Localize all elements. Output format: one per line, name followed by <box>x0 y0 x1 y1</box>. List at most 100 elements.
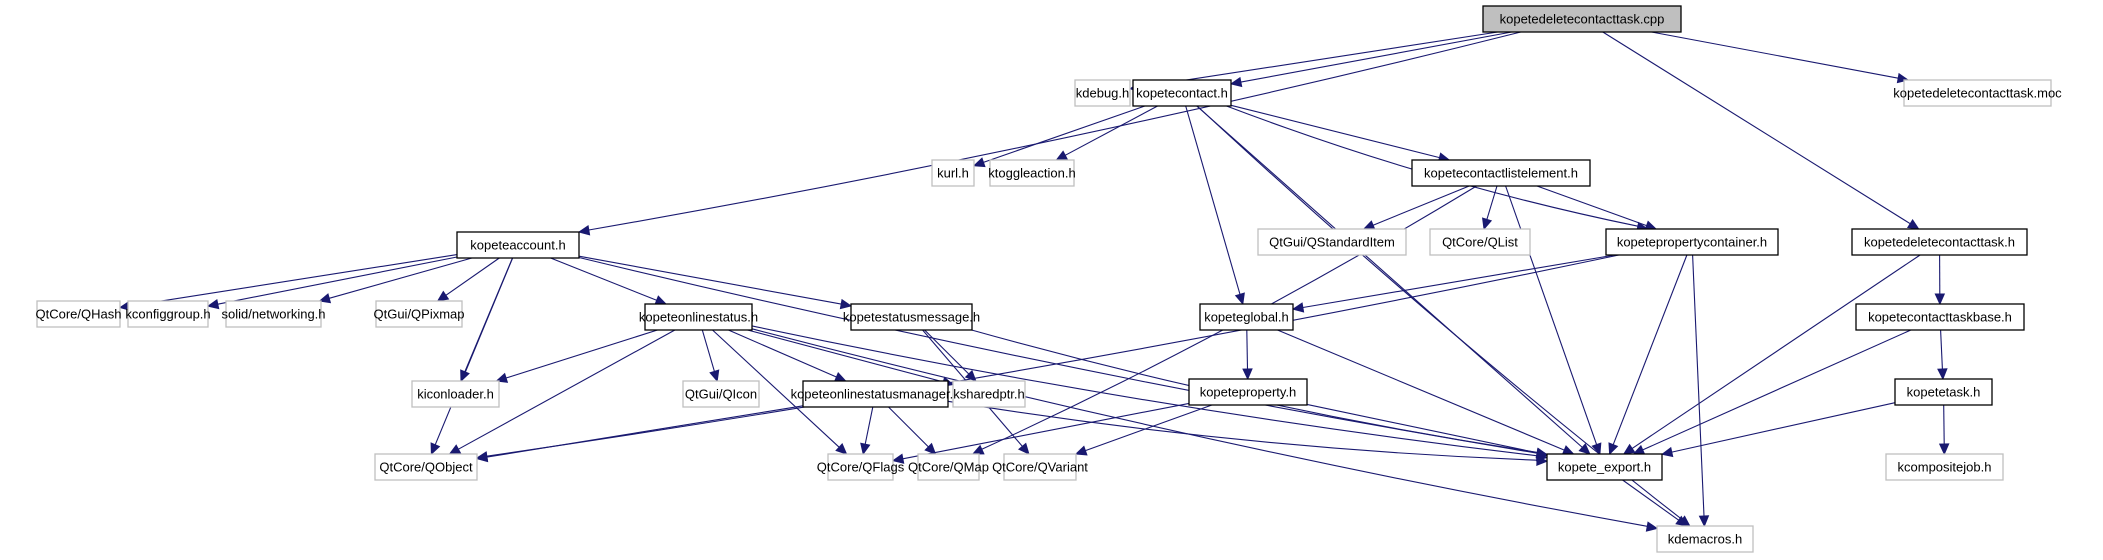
edge-kopetetask-to-kopete_export <box>1671 402 1896 453</box>
edge-kopetecontactlistelement-to-qstandarditem <box>1372 185 1470 226</box>
node-box-kopetecontactlistelement[interactable] <box>1411 159 1591 187</box>
node-label-kopetecontactlistelement[interactable]: kopetecontactlistelement.h <box>1424 166 1578 181</box>
arrowhead-kopeteonlinestatus-to-kiconloader <box>495 372 509 383</box>
node-kopetecontacttaskbase[interactable]: kopetecontacttaskbase.h <box>1855 303 2025 331</box>
edge-kopete_export-to-kdemacros <box>1622 479 1680 521</box>
node-box-kopeteonlinestatus[interactable] <box>644 303 753 331</box>
node-box-kopetetask[interactable] <box>1894 378 1993 406</box>
node-kcompositejob: kcompositejob.h <box>1885 453 2004 481</box>
arrowhead-kopetecontactlistelement-to-kopete_export <box>1591 442 1602 456</box>
node-root[interactable]: kopetedeletecontacttask.cpp <box>1482 5 1682 33</box>
arrowhead-kopetecontactlistelement-to-qlist <box>1482 217 1493 231</box>
node-box-kopeteonlinestatusmanager[interactable] <box>802 380 949 408</box>
node-ktoggleaction: ktoggleaction.h <box>988 159 1076 187</box>
node-box-kopetestatusmessage[interactable] <box>850 303 973 331</box>
edge-kopeteproperty-to-qflags <box>902 402 1190 460</box>
node-kopeteaccount[interactable]: kopeteaccount.h <box>456 231 580 259</box>
node-label-kopeteonlinestatusmanager[interactable]: kopeteonlinestatusmanager.h <box>791 387 961 402</box>
arrowhead-kopeteaccount-to-networking <box>318 293 332 304</box>
node-kopetedeletecontacttaskh[interactable]: kopetedeletecontacttask.h <box>1851 228 2028 256</box>
node-kopetetask[interactable]: kopetetask.h <box>1894 378 1993 406</box>
node-label-kopetedeletecontacttaskh[interactable]: kopetedeletecontacttask.h <box>1864 235 2015 250</box>
edge-kopetepropertycontainer-to-kdemacros <box>1692 254 1705 517</box>
node-box-kopeteaccount[interactable] <box>456 231 580 259</box>
edge-kopeteaccount-to-kopetestatusmessage <box>578 255 842 305</box>
node-label-kurl: kurl.h <box>937 166 969 181</box>
edge-kopetecontacttaskbase-to-kopetetask <box>1940 329 1943 370</box>
edge-root-to-kdebug <box>1139 31 1498 88</box>
node-box-qpixmap <box>375 300 463 328</box>
edge-kopeteonlinestatusmanager-to-kopete_export <box>947 400 1538 461</box>
node-label-qobject: QtCore/QObject <box>379 460 473 475</box>
edge-kopeteonlinestatus-to-ksharedptr <box>747 329 944 383</box>
edge-kopeteaccount-to-qobject <box>434 257 514 446</box>
edge-kopetecontactlistelement-to-kopetepropertycontainer <box>1536 185 1647 227</box>
node-qpixmap: QtGui/QPixmap <box>373 300 465 328</box>
arrowhead-kopetecontact-to-kurl <box>972 157 986 168</box>
node-label-kopete_export[interactable]: kopete_export.h <box>1558 460 1651 475</box>
node-label-qlist: QtCore/QList <box>1442 235 1518 250</box>
arrowhead-kopetecontacttaskbase-to-kopetetask <box>1937 368 1948 381</box>
node-qobject: QtCore/QObject <box>374 453 478 481</box>
node-box-kopete_export[interactable] <box>1546 453 1663 481</box>
node-kopeteproperty[interactable]: kopeteproperty.h <box>1188 378 1308 406</box>
node-box-qmap <box>917 453 980 481</box>
node-box-ktoggleaction <box>989 159 1075 187</box>
node-kopeteglobal[interactable]: kopeteglobal.h <box>1199 303 1294 331</box>
edge-kopeteglobal-to-kopete_export <box>1277 329 1565 451</box>
arrowhead-kopeteonlinestatusmanager-to-qobject <box>475 451 489 463</box>
arrowhead-root-to-kopetecontact <box>1229 76 1243 88</box>
node-box-kopetepropertycontainer[interactable] <box>1605 228 1779 256</box>
node-label-kopetecontacttaskbase[interactable]: kopetecontacttaskbase.h <box>1868 310 2012 325</box>
node-kopeteonlinestatusmanager[interactable]: kopeteonlinestatusmanager.h <box>791 380 961 408</box>
edge-root-to-moc <box>1651 31 1899 79</box>
node-kopetepropertycontainer[interactable]: kopetepropertycontainer.h <box>1605 228 1779 256</box>
edge-kopeteaccount-to-kopete_export <box>578 256 1538 454</box>
node-moc: kopetedeletecontacttask.moc <box>1893 79 2062 107</box>
edge-kopetetask-to-kcompositejob <box>1943 404 1945 445</box>
edge-root-to-kopetedeletecontacttaskh <box>1602 31 1911 225</box>
arrowhead-kopeteaccount-to-kopeteonlinestatus <box>654 295 668 306</box>
node-box-kconfiggroup <box>127 300 209 328</box>
arrowhead-kopete_export-to-kdemacros <box>1675 515 1688 527</box>
node-kopetecontact[interactable]: kopetecontact.h <box>1132 79 1232 107</box>
node-kopeteonlinestatus[interactable]: kopeteonlinestatus.h <box>639 303 758 331</box>
node-label-root[interactable]: kopetedeletecontacttask.cpp <box>1500 12 1665 27</box>
edges-layer <box>118 31 1950 532</box>
node-qflags: QtCore/QFlags <box>817 453 905 481</box>
edge-kopetecontact-to-ktoggleaction <box>1064 105 1158 156</box>
edge-kopeteonlinestatus-to-kopeteonlinestatusmanager <box>728 329 837 378</box>
node-box-kdebug <box>1074 79 1131 107</box>
node-label-kopetecontact[interactable]: kopetecontact.h <box>1136 86 1228 101</box>
arrowhead-kopeteonlinestatus-to-qicon <box>709 369 720 383</box>
node-networking: solid/networking.h <box>221 300 326 328</box>
arrowhead-kopeteonlinestatus-to-qobject <box>448 444 462 455</box>
node-box-kopeteproperty[interactable] <box>1188 378 1308 406</box>
arrowhead-kopeteonlinestatusmanager-to-qflags <box>860 442 871 456</box>
node-box-kopetecontact[interactable] <box>1132 79 1232 107</box>
edge-kopetecontacttaskbase-to-kopete_export <box>1642 329 1912 451</box>
node-box-kurl <box>931 159 975 187</box>
node-box-root[interactable] <box>1482 5 1682 33</box>
node-kopetestatusmessage[interactable]: kopetestatusmessage.h <box>843 303 980 331</box>
node-box-moc <box>1903 79 2052 107</box>
node-label-kopetepropertycontainer[interactable]: kopetepropertycontainer.h <box>1617 235 1767 250</box>
node-label-kopeteaccount[interactable]: kopeteaccount.h <box>470 238 565 253</box>
node-label-kopetestatusmessage[interactable]: kopetestatusmessage.h <box>843 310 980 325</box>
node-label-kopeteproperty[interactable]: kopeteproperty.h <box>1200 385 1297 400</box>
node-box-kopetecontacttaskbase[interactable] <box>1855 303 2025 331</box>
arrowhead-kopeteaccount-to-kopetestatusmessage <box>839 298 853 310</box>
node-kopetecontactlistelement[interactable]: kopetecontactlistelement.h <box>1411 159 1591 187</box>
node-box-kcompositejob <box>1885 453 2004 481</box>
node-label-kconfiggroup: kconfiggroup.h <box>125 307 210 322</box>
node-box-kopeteglobal[interactable] <box>1199 303 1294 331</box>
node-kopete_export[interactable]: kopete_export.h <box>1546 453 1663 481</box>
node-label-kopeteonlinestatus[interactable]: kopeteonlinestatus.h <box>639 310 758 325</box>
edge-kopeteonlinestatus-to-kdemacros <box>751 328 1648 527</box>
node-box-qstandarditem <box>1257 228 1407 256</box>
node-label-kopeteglobal[interactable]: kopeteglobal.h <box>1204 310 1289 325</box>
edge-kopeteonlinestatus-to-qflags <box>712 329 840 448</box>
node-label-kopetetask[interactable]: kopetetask.h <box>1907 385 1981 400</box>
node-box-kopetedeletecontacttaskh[interactable] <box>1851 228 2028 256</box>
